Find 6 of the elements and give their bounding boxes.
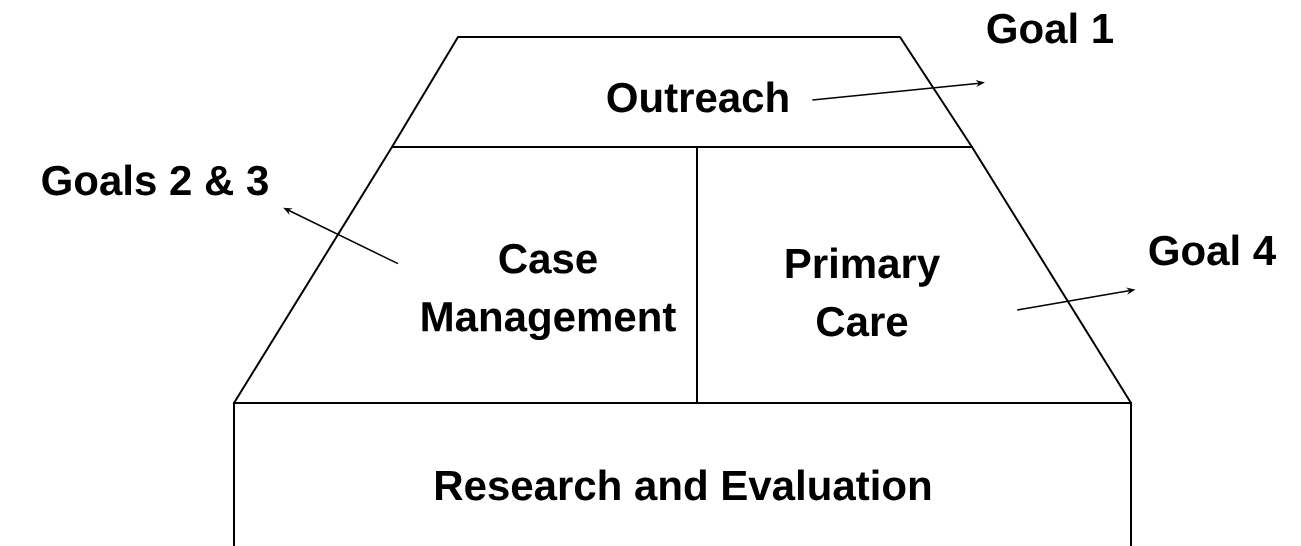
base-box: Research and Evaluation	[233, 402, 1132, 546]
goal-label: Goal 4	[1149, 234, 1276, 266]
goal-label: Goal 1	[987, 12, 1113, 44]
trapezoid-section: Primary Care	[696, 146, 1132, 404]
trapezoid-section: Outreach	[391, 36, 973, 148]
goal-label: Goals 2 & 3	[42, 164, 268, 196]
